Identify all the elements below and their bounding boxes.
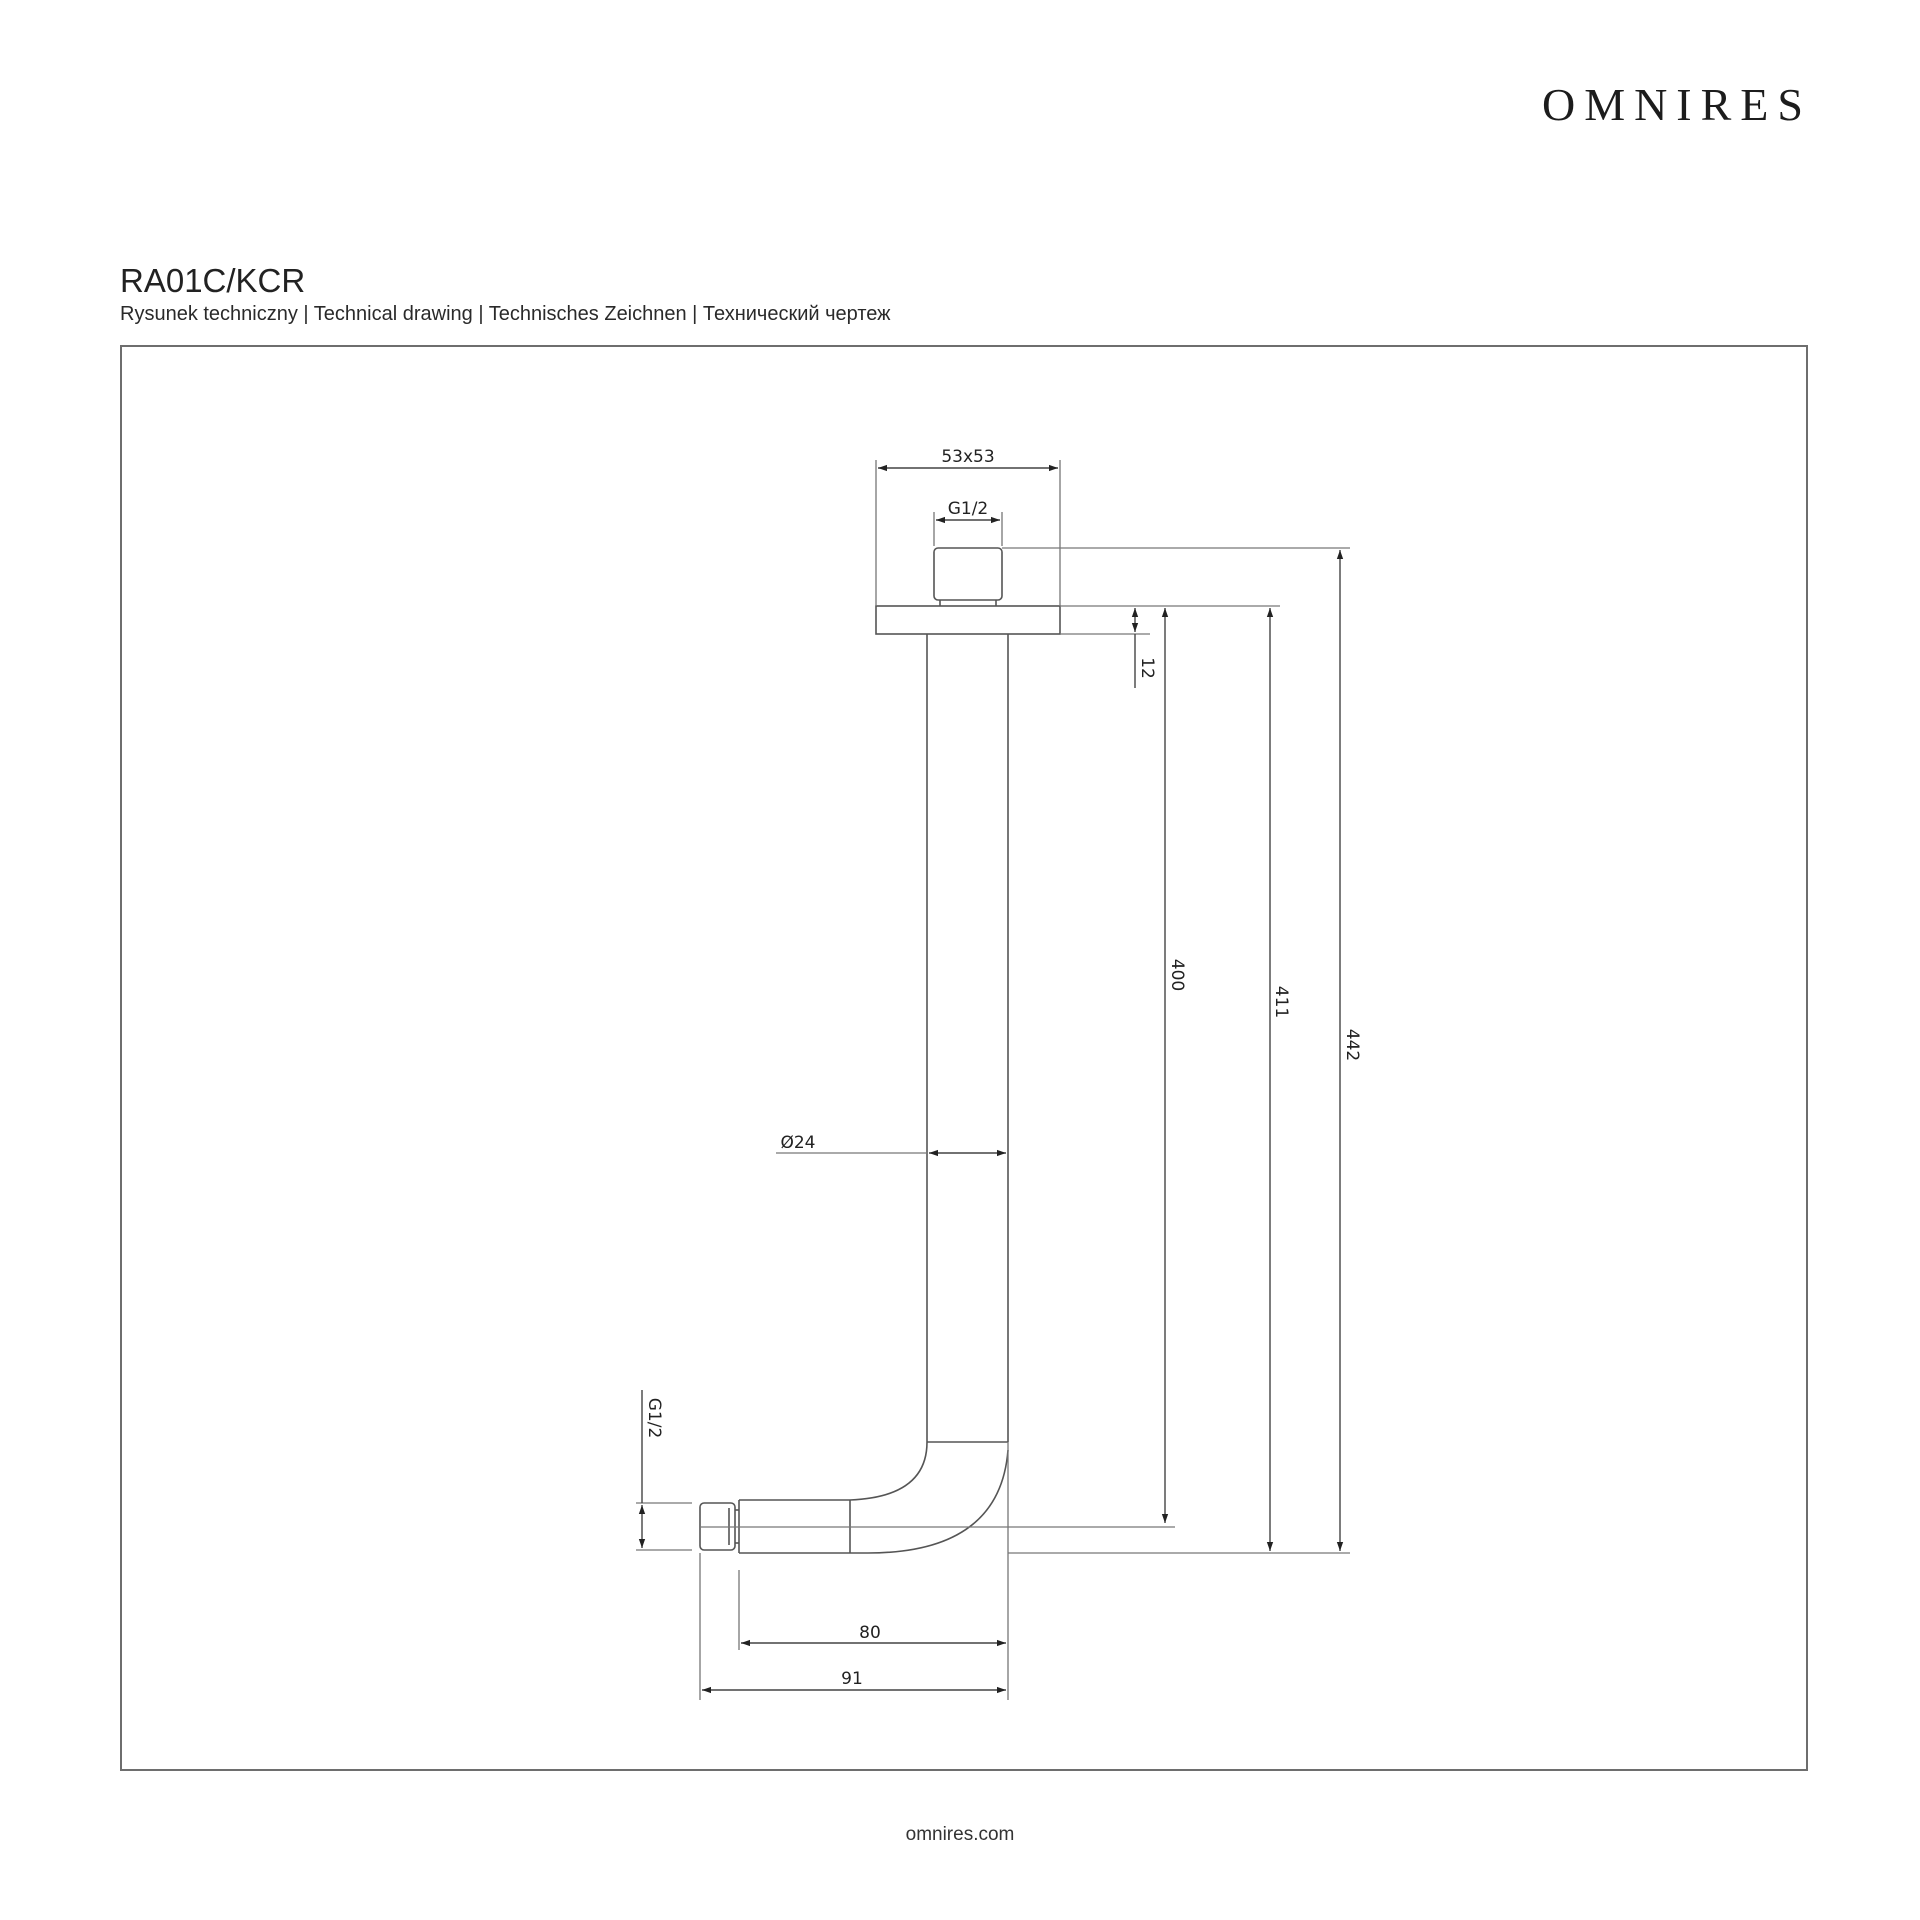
- brand-logo: OMNIRES: [1541, 79, 1812, 130]
- label-flange-thickness: 12: [1137, 657, 1157, 679]
- label-flange-size: 53x53: [941, 447, 994, 467]
- label-overall-height: 442: [1342, 1029, 1362, 1061]
- elbow-inner: [849, 1441, 928, 1501]
- drawing-frame: [120, 345, 1808, 1771]
- label-overall-projection: 91: [841, 1669, 863, 1689]
- label-top-thread: G1/2: [948, 499, 989, 519]
- label-pipe-length: 400: [1167, 959, 1187, 991]
- drawing-subtitle: Rysunek techniczny | Technical drawing |…: [120, 303, 891, 325]
- part-outline: [699, 547, 1175, 1554]
- product-code: RA01C/KCR: [120, 262, 306, 299]
- label-length-to-outlet: 411: [1271, 986, 1291, 1018]
- label-outlet-thread: G1/2: [644, 1398, 664, 1439]
- website-link[interactable]: omnires.com: [905, 1824, 1015, 1845]
- top-thread-nipple: [933, 547, 1003, 601]
- ceiling-flange: [875, 605, 1061, 635]
- label-arm-projection: 80: [859, 1623, 881, 1643]
- elbow-outer: [867, 1449, 1009, 1554]
- extension-lines: [636, 460, 1350, 1700]
- label-pipe-diameter: Ø24: [780, 1133, 815, 1153]
